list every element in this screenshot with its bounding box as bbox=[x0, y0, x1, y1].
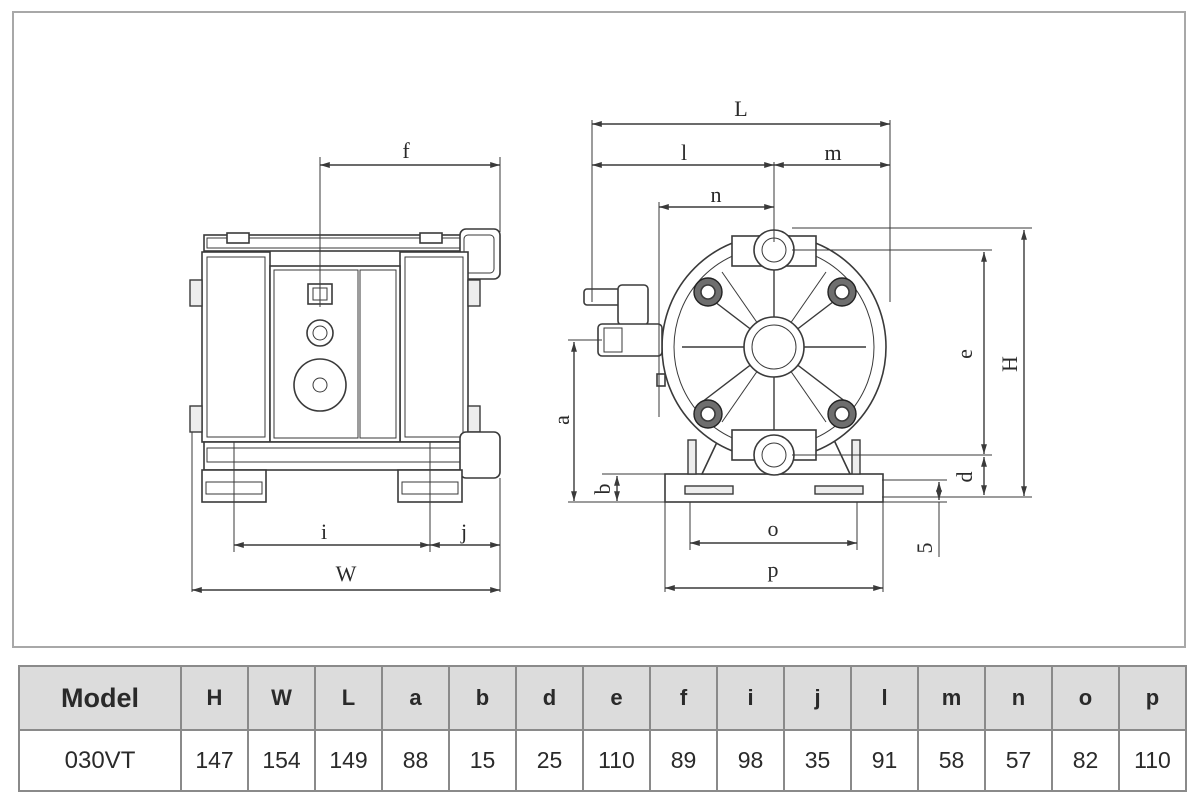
spec-table: Model H W L a b d e f i j l m n o p 030V… bbox=[18, 665, 1187, 792]
header-cell: n bbox=[984, 665, 1053, 731]
value-cell: 82 bbox=[1051, 729, 1120, 792]
model-cell: 030VT bbox=[18, 729, 182, 792]
header-cell: l bbox=[850, 665, 919, 731]
side-view-pump bbox=[583, 229, 887, 503]
value-cell: 58 bbox=[917, 729, 986, 792]
header-cell: b bbox=[448, 665, 517, 731]
front-view-dimensions bbox=[191, 157, 501, 593]
value-cell: 110 bbox=[1118, 729, 1187, 792]
header-cell: p bbox=[1118, 665, 1187, 731]
header-cell: f bbox=[649, 665, 718, 731]
label-o: o bbox=[768, 516, 779, 541]
label-i: i bbox=[321, 519, 327, 544]
front-view-pump bbox=[189, 228, 501, 503]
value-cell: 154 bbox=[247, 729, 316, 792]
drawing-frame: f i j W bbox=[12, 11, 1186, 648]
value-cell: 15 bbox=[448, 729, 517, 792]
header-cell: a bbox=[381, 665, 450, 731]
side-view-dimensions bbox=[568, 120, 1032, 592]
header-cell: W bbox=[247, 665, 316, 731]
header-cell: e bbox=[582, 665, 651, 731]
table-row: 030VT 147 154 149 88 15 25 110 89 98 35 … bbox=[18, 729, 1187, 792]
label-e: e bbox=[952, 349, 977, 359]
value-cell: 25 bbox=[515, 729, 584, 792]
label-d: d bbox=[952, 472, 977, 483]
label-f: f bbox=[402, 138, 410, 163]
dimension-drawing: f i j W bbox=[189, 96, 1032, 593]
header-cell: o bbox=[1051, 665, 1120, 731]
value-cell: 88 bbox=[381, 729, 450, 792]
header-cell: j bbox=[783, 665, 852, 731]
header-cell: d bbox=[515, 665, 584, 731]
label-H: H bbox=[997, 356, 1022, 372]
label-b: b bbox=[590, 484, 615, 495]
label-l: l bbox=[681, 140, 687, 165]
value-cell: 91 bbox=[850, 729, 919, 792]
value-cell: 149 bbox=[314, 729, 383, 792]
label-W: W bbox=[336, 561, 357, 586]
header-cell: L bbox=[314, 665, 383, 731]
label-j: j bbox=[460, 519, 467, 544]
header-cell-model: Model bbox=[18, 665, 182, 731]
label-n: n bbox=[711, 182, 722, 207]
value-cell: 147 bbox=[180, 729, 249, 792]
label-p: p bbox=[768, 557, 779, 582]
table-header-row: Model H W L a b d e f i j l m n o p bbox=[18, 665, 1187, 731]
value-cell: 89 bbox=[649, 729, 718, 792]
value-cell: 57 bbox=[984, 729, 1053, 792]
label-a: a bbox=[549, 415, 574, 425]
header-cell: m bbox=[917, 665, 986, 731]
header-cell: H bbox=[180, 665, 249, 731]
label-L: L bbox=[734, 96, 747, 121]
label-m: m bbox=[824, 140, 841, 165]
header-cell: i bbox=[716, 665, 785, 731]
value-cell: 98 bbox=[716, 729, 785, 792]
label-5: 5 bbox=[912, 543, 937, 554]
value-cell: 35 bbox=[783, 729, 852, 792]
value-cell: 110 bbox=[582, 729, 651, 792]
